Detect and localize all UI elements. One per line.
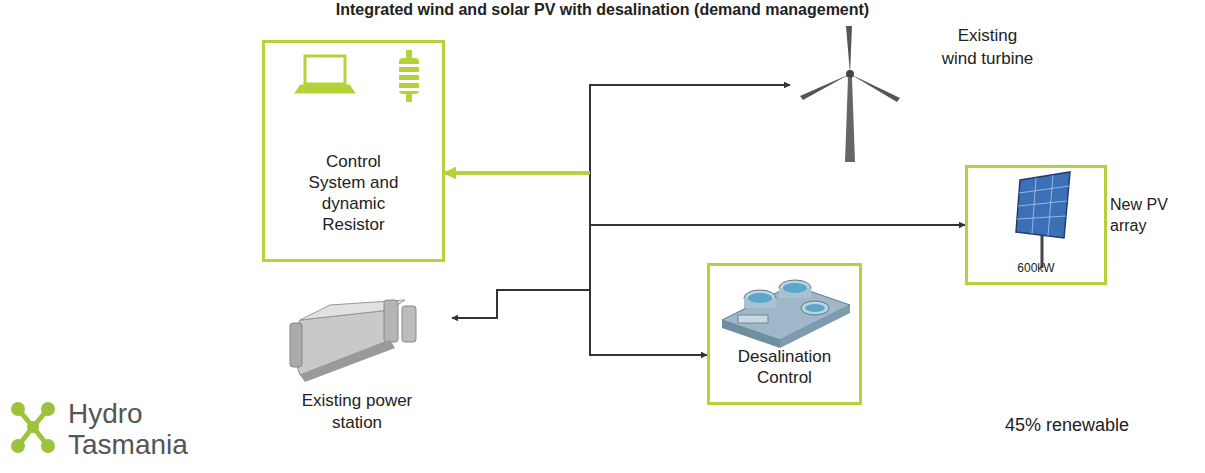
connector	[445, 85, 790, 173]
desalination-box: Desalination Control	[707, 263, 862, 405]
power-line	[590, 85, 790, 173]
power-line	[590, 173, 965, 225]
node-text: Existing wind turbine	[940, 24, 1035, 70]
logo-text: Hydro Tasmania	[68, 398, 203, 460]
connector	[445, 173, 707, 355]
renewable-note: 45% renewable	[1005, 414, 1195, 436]
wind-turbine-node: Existing wind turbine	[790, 24, 1045, 164]
connector	[445, 173, 965, 225]
control-link	[445, 172, 590, 175]
node-text: 600kW	[974, 260, 1098, 276]
connector	[445, 173, 590, 318]
node-text: Desalination Control	[714, 346, 855, 388]
logo-mark	[11, 402, 55, 453]
diagram-title: Integrated wind and solar PV with desali…	[0, 1, 1205, 19]
control-box: Control System and dynamic Resistor	[262, 40, 445, 262]
power-line	[590, 173, 707, 355]
resistor-symbol	[399, 50, 419, 102]
power-line	[452, 173, 590, 318]
control-link	[445, 172, 590, 175]
power-station-icon	[290, 300, 416, 382]
control-link	[445, 172, 590, 175]
desalination-plant-icon	[722, 280, 850, 348]
pv-array-box: New PV array600kW	[965, 165, 1107, 285]
node-text: Existing power station	[282, 390, 432, 434]
node-text: New PV array	[1110, 194, 1180, 236]
power-station-node: Existing power station	[262, 298, 452, 448]
wind-turbine-icon	[800, 26, 900, 162]
control-link	[445, 172, 590, 175]
pv-panel-icon	[1016, 172, 1070, 268]
node-text: Control System and dynamic Resistor	[296, 151, 411, 235]
laptop-icon	[297, 56, 353, 92]
